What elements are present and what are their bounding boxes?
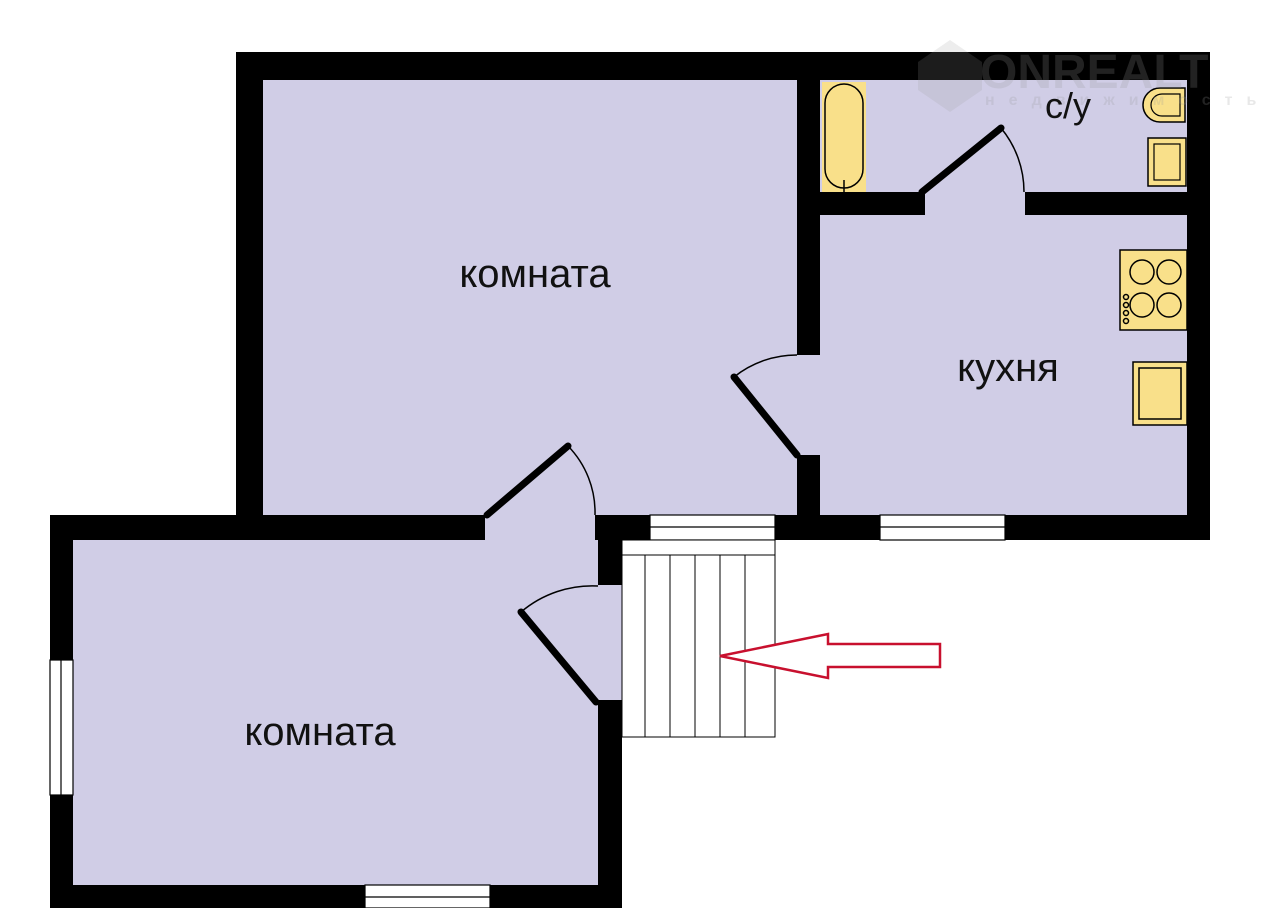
stairs: [621, 539, 776, 738]
bathtub-icon: [822, 82, 866, 192]
stove-icon: [1119, 249, 1188, 331]
door-opening-bathroom: [925, 190, 1025, 217]
kitchen-label: кухня: [957, 346, 1059, 390]
room-upper-label: комната: [459, 252, 611, 296]
door-leaf: [730, 373, 801, 459]
door-leaf: [918, 124, 1005, 196]
door-leaf: [483, 442, 572, 519]
door-swing: [1000, 127, 1025, 193]
sink-icon: [1147, 137, 1187, 187]
kitchen-sink-icon: [1132, 361, 1188, 426]
door-leaf: [517, 608, 600, 706]
watermark-tagline: недвижимость: [985, 92, 1270, 109]
door-opening-lower-right: [596, 585, 624, 700]
room-lower-floor: [73, 540, 598, 885]
bathroom-label: с/у: [1045, 85, 1091, 126]
entrance-arrow-icon: [719, 632, 942, 680]
room-lower-label: комната: [244, 710, 396, 754]
door-swing: [520, 585, 599, 613]
room-upper-floor: [263, 80, 797, 515]
windows: [49, 514, 1006, 908]
door-swing: [567, 445, 596, 516]
bathroom-floor: [820, 80, 1187, 192]
door-opening-lower-upper: [485, 512, 595, 543]
toilet-icon: [1142, 87, 1186, 123]
door-swing: [733, 354, 798, 378]
watermark-logo: ONREALT недвижимость: [918, 40, 1270, 112]
doors: [483, 124, 1025, 706]
door-opening-room-kitchen: [795, 355, 822, 455]
watermark-brand: ONREALT: [980, 46, 1208, 99]
